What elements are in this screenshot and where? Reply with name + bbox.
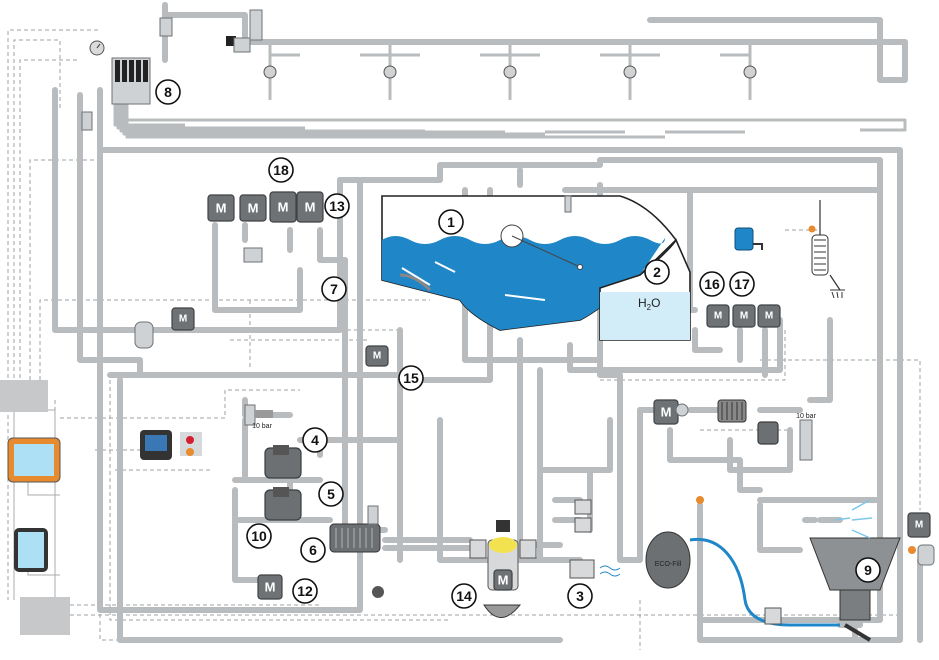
svg-text:12: 12 bbox=[297, 583, 313, 599]
svg-text:4: 4 bbox=[311, 432, 319, 448]
callout-18: 18 bbox=[268, 157, 294, 183]
svg-text:M: M bbox=[216, 201, 227, 216]
svg-text:7: 7 bbox=[330, 281, 338, 297]
motor-valves-16-17: M M M bbox=[706, 227, 781, 328]
svg-text:M: M bbox=[265, 580, 276, 595]
svg-text:1: 1 bbox=[447, 214, 455, 230]
motor-valve-15: M bbox=[365, 345, 389, 367]
svg-text:9: 9 bbox=[864, 562, 872, 578]
svg-text:M: M bbox=[373, 351, 381, 362]
filter-6 bbox=[329, 505, 381, 553]
svg-text:8: 8 bbox=[164, 84, 172, 100]
callout-1: 1 bbox=[438, 209, 464, 235]
svg-text:14: 14 bbox=[456, 588, 472, 604]
svg-text:M: M bbox=[714, 311, 722, 322]
callout-2: 2 bbox=[644, 259, 670, 285]
callout-16: 16 bbox=[699, 271, 725, 297]
svg-text:M: M bbox=[740, 311, 748, 322]
callout-14: 14 bbox=[451, 583, 477, 609]
callout-5: 5 bbox=[318, 481, 344, 507]
svg-text:M: M bbox=[765, 311, 773, 322]
svg-text:M: M bbox=[305, 200, 316, 215]
svg-text:M: M bbox=[498, 573, 509, 588]
callout-13: 13 bbox=[324, 193, 350, 219]
callout-6: 6 bbox=[300, 537, 326, 563]
hose-reel bbox=[808, 200, 845, 299]
svg-text:M: M bbox=[278, 200, 289, 215]
callout-7: 7 bbox=[321, 276, 347, 302]
svg-text:M: M bbox=[915, 520, 923, 531]
terminals bbox=[0, 380, 70, 635]
left-motor-valve: M bbox=[134, 307, 195, 349]
callout-10: 10 bbox=[246, 523, 272, 549]
svg-text:10 bar: 10 bar bbox=[796, 413, 817, 420]
svg-text:2: 2 bbox=[653, 264, 661, 280]
callouts: 1 2 3 4 5 6 7 8 9 10 12 13 14 15 16 17 1… bbox=[155, 79, 881, 609]
callout-17: 17 bbox=[729, 271, 755, 297]
callout-15: 15 bbox=[398, 365, 424, 391]
callout-9: 9 bbox=[855, 557, 881, 583]
svg-text:13: 13 bbox=[329, 198, 345, 214]
svg-text:6: 6 bbox=[309, 542, 317, 558]
control-panel bbox=[140, 430, 202, 460]
svg-text:18: 18 bbox=[273, 162, 289, 178]
pumps: 10 bar M bbox=[244, 404, 384, 600]
control-wiring bbox=[7, 29, 921, 650]
svg-text:10: 10 bbox=[251, 528, 267, 544]
svg-text:ECO-Fill: ECO-Fill bbox=[655, 561, 682, 568]
h2o-label: H2O bbox=[638, 296, 660, 312]
callout-12: 12 bbox=[292, 578, 318, 604]
callout-8: 8 bbox=[155, 79, 181, 105]
svg-text:M: M bbox=[179, 314, 187, 325]
svg-text:10 bar: 10 bar bbox=[252, 423, 273, 430]
far-right-motor-valve: M bbox=[907, 512, 935, 566]
svg-text:16: 16 bbox=[704, 276, 720, 292]
right-motor-valve: M 10 bar bbox=[653, 399, 817, 461]
motor-valve-group-18-13: M M M M bbox=[207, 191, 324, 263]
svg-text:15: 15 bbox=[403, 370, 419, 386]
svg-text:M: M bbox=[248, 201, 259, 216]
top-components bbox=[81, 9, 263, 131]
svg-text:3: 3 bbox=[576, 588, 584, 604]
callout-3: 3 bbox=[567, 583, 593, 609]
filling-area: ECO-Fill bbox=[569, 496, 704, 589]
central-valve-14: M bbox=[469, 520, 537, 618]
svg-text:17: 17 bbox=[734, 276, 750, 292]
boom-nozzles bbox=[263, 65, 757, 79]
callout-4: 4 bbox=[302, 427, 328, 453]
svg-text:5: 5 bbox=[327, 486, 335, 502]
svg-text:M: M bbox=[661, 405, 672, 420]
